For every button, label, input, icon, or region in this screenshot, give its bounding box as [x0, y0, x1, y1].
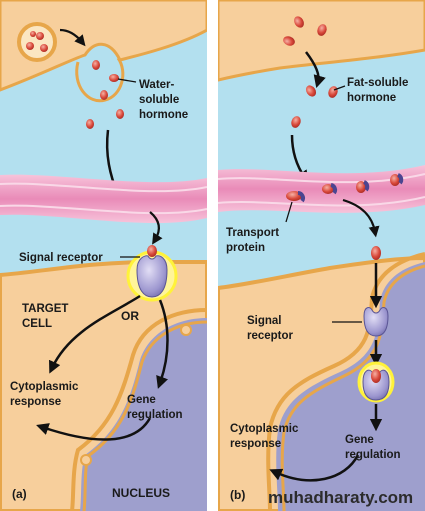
exocytosis-pocket	[75, 57, 125, 103]
cyto-arrow-b	[269, 454, 360, 482]
blood-vessel-a	[0, 174, 207, 224]
gene-arrow-a	[156, 299, 169, 389]
panel-b-tag: (b)	[230, 488, 245, 502]
panel-a: Water- soluble hormone Signal receptor T…	[0, 0, 207, 511]
hormone-receptor-complex	[362, 369, 390, 401]
secretion-arrow	[59, 28, 86, 47]
bound-hormone-b	[371, 369, 381, 383]
transport-label: Transport protein	[226, 227, 282, 254]
signal-receptor-a	[136, 255, 168, 298]
cyto-label-b: Cytoplasmic response	[230, 423, 302, 450]
panel-b: Fat-soluble hormone Transport protein Si…	[218, 0, 425, 511]
hormone-label-a: Water- soluble hormone	[139, 79, 188, 121]
nucleus-a	[80, 318, 207, 511]
receptor-label-b: Signal receptor	[247, 315, 294, 342]
transport-proteins	[286, 173, 404, 203]
or-label: OR	[121, 309, 139, 323]
cyto-arrow-a	[49, 294, 141, 374]
exit-arrow-b	[342, 198, 380, 238]
secreting-cell-a	[0, 0, 207, 92]
target-cell-label: TARGET CELL	[22, 303, 72, 330]
hormone-pointer-a	[117, 78, 137, 83]
entering-hormone-b	[371, 246, 381, 260]
panel-divider	[207, 0, 218, 511]
receptor-label-a: Signal receptor	[19, 252, 103, 264]
release-arrow-b	[305, 51, 326, 89]
watermark: muhadharaty.com	[268, 488, 413, 507]
gene-label-a: Gene regulation	[127, 394, 183, 421]
hormone-pointer-b	[333, 85, 346, 91]
hormone-label-b: Fat-soluble hormone	[347, 77, 412, 104]
exit-arrow-a	[149, 211, 163, 245]
feedback-arrow-a	[36, 417, 152, 441]
secretory-vesicle	[17, 22, 57, 62]
gene-label-b: Gene regulation	[345, 434, 401, 461]
panel-a-tag: (a)	[12, 487, 27, 501]
secreting-cell-b	[218, 0, 425, 82]
bound-hormone-a	[147, 245, 157, 257]
signal-receptor-b	[363, 307, 389, 337]
vesicle-hormones	[26, 31, 48, 52]
nucleus-label: NUCLEUS	[112, 486, 170, 500]
cyto-label-a: Cytoplasmic response	[10, 381, 82, 408]
transport-pointer	[285, 201, 293, 223]
blood-vessel-b	[218, 165, 425, 213]
